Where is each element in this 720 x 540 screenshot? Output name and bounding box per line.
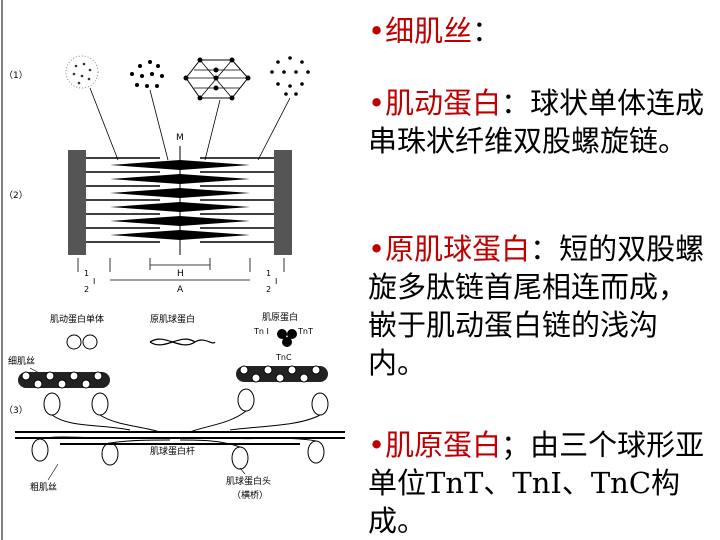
bullet-dot: • — [368, 86, 385, 120]
bullet-dot: • — [368, 14, 385, 48]
thick-filament-rod — [15, 432, 345, 444]
actin-monomer-shape — [67, 335, 97, 349]
pointer-lines — [90, 88, 290, 160]
bullet-tropomyosin: •原肌球蛋白：短的双股螺旋多肽链首尾相连而成，嵌于肌动蛋白链的浅沟内。 — [368, 230, 713, 382]
term-actin: 肌动蛋白 — [385, 86, 501, 120]
myofilament-diagram: （1） （2） （3） — [0, 0, 360, 540]
panel-label-3: （3） — [4, 405, 28, 416]
actin-monomer-label: 肌动蛋白单体 — [50, 313, 104, 325]
text-thin-filament: ： — [472, 14, 501, 48]
term-thin-filament: 细肌丝 — [385, 14, 472, 48]
cross-section-a-band — [270, 56, 310, 96]
tropomyosin-shape — [150, 339, 215, 345]
thick-filament-label: 粗肌丝 — [30, 481, 57, 493]
bullet-dot: • — [368, 232, 385, 266]
i-band-left-label: I — [93, 277, 95, 286]
tnt-label: TnT — [297, 327, 313, 336]
z-disc-right — [274, 150, 292, 255]
h-zone-label: H — [177, 269, 184, 279]
bullet-dot: • — [368, 428, 385, 462]
z-disc-left — [68, 150, 86, 255]
tropomyosin-label: 原肌球蛋白 — [150, 313, 195, 325]
bullet-actin: •肌动蛋白：球状单体连成串珠状纤维双股螺旋链。 — [368, 84, 713, 160]
term-tropomyosin: 原肌球蛋白 — [385, 232, 530, 266]
thin-filament-chain-right — [236, 366, 328, 382]
tnc-label: TnC — [275, 353, 292, 362]
thin-filament-label: 细肌丝 — [8, 355, 35, 367]
i-band-right-numerator: 1 — [266, 269, 271, 278]
myofilament-figure: （1） （2） （3） — [0, 0, 360, 540]
i-band-left-numerator: 1 — [84, 269, 89, 278]
panel-label-1: （1） — [4, 70, 28, 81]
text-panel: •细肌丝： •肌动蛋白：球状单体连成串珠状纤维双股螺旋链。 •原肌球蛋白：短的双… — [368, 0, 718, 540]
i-band-left-denominator: 2 — [84, 285, 89, 294]
troponin-shape — [277, 329, 297, 347]
troponin-label: 肌原蛋白 — [262, 311, 298, 323]
cross-section-overlap — [184, 58, 251, 101]
term-troponin: 肌原蛋白 — [385, 428, 501, 462]
sarcomere: M — [68, 133, 292, 295]
m-line-label: M — [176, 133, 184, 143]
myosin-rod-label: 肌球蛋白杆 — [150, 445, 195, 457]
cross-section-h-zone — [130, 60, 164, 88]
cross-bridge-label: （横桥） — [232, 489, 268, 501]
bullet-troponin: •肌原蛋白；由三个球形亚单位TnT、TnI、TnC构成。 — [368, 426, 713, 540]
myosin-heads — [32, 389, 328, 469]
cross-section-i-band — [66, 56, 98, 88]
i-band-right-label: I — [275, 277, 277, 286]
a-band-label: A — [177, 285, 184, 295]
bullet-thin-filament: •细肌丝： — [368, 12, 713, 50]
i-band-right-denominator: 2 — [266, 285, 271, 294]
tni-label: Tn I — [253, 327, 269, 336]
thin-filament-chain-left — [18, 372, 110, 388]
panel-label-2: （2） — [4, 190, 28, 201]
myosin-head-label: 肌球蛋白头 — [226, 475, 271, 487]
